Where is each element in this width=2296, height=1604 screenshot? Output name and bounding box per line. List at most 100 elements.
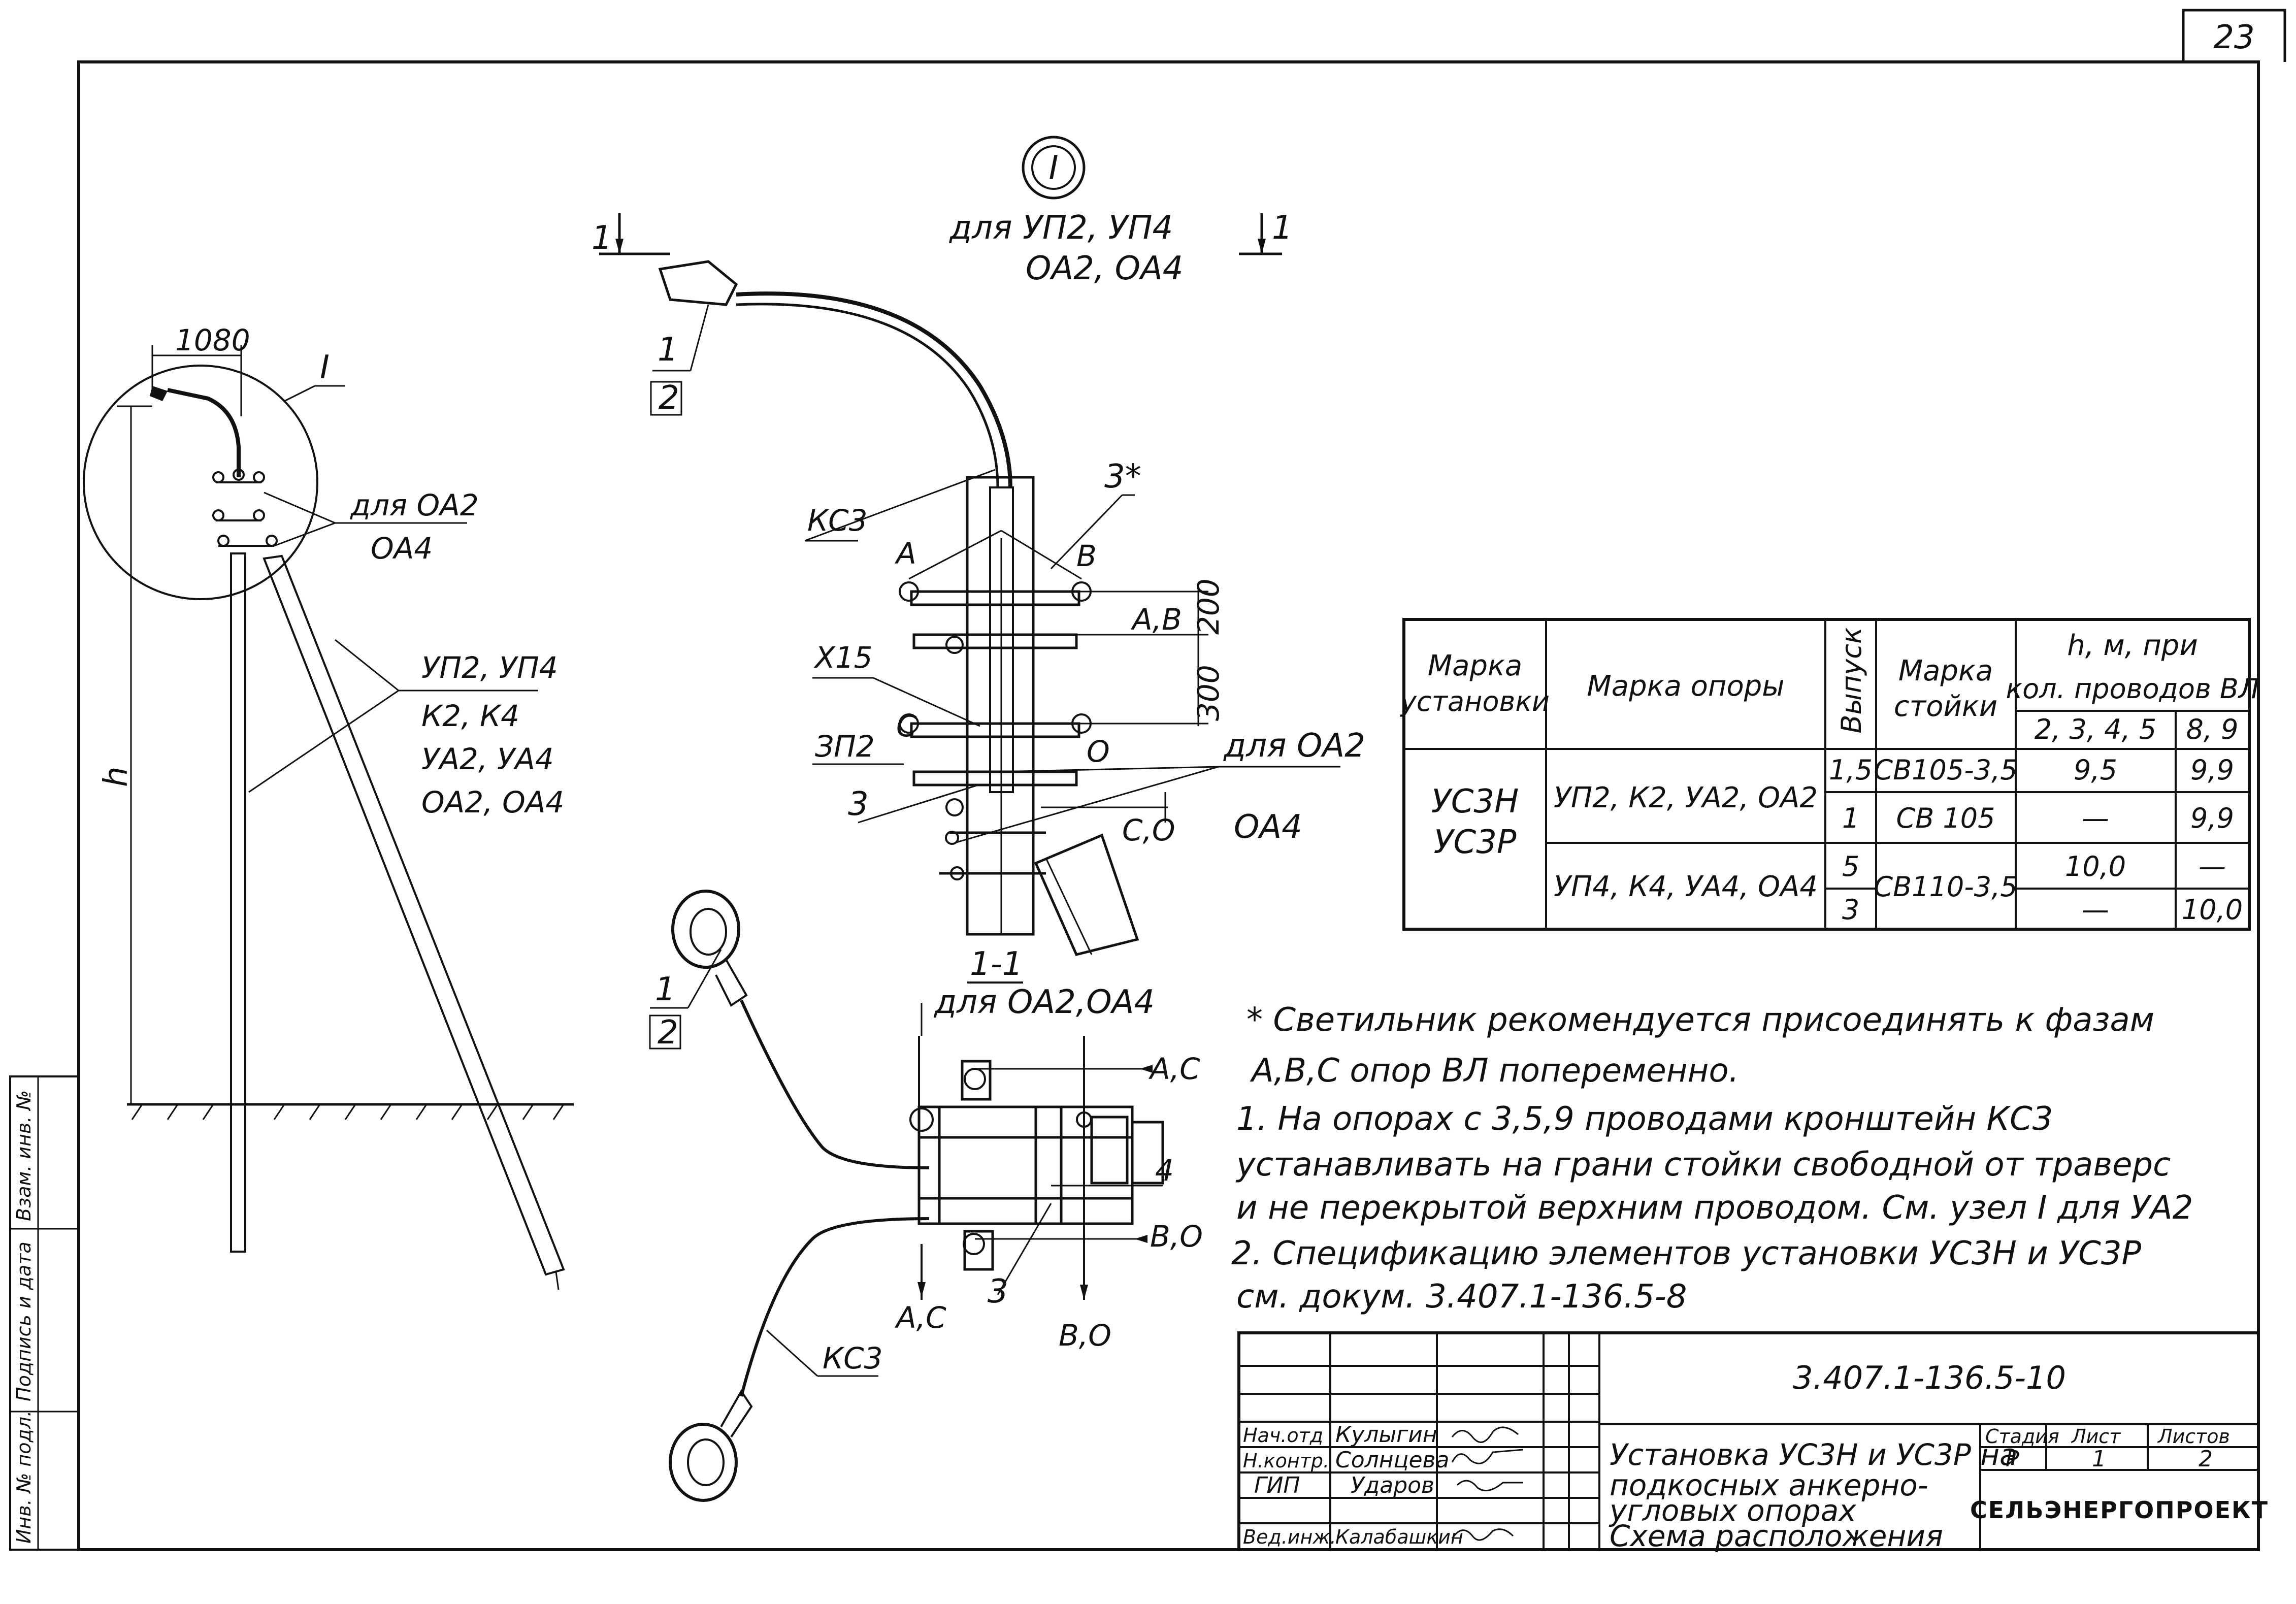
- section-pos-3: 3: [988, 1273, 1008, 1311]
- node-for-text-2: ОА2, ОА4: [1026, 250, 1183, 287]
- td-r4-ha: —: [2082, 894, 2109, 926]
- left-pole-view: I 1080 для ОА2 ОА4 h УП2, УП4 К2, К4 УА2…: [83, 323, 574, 1290]
- td-r1-vypusk: 1,5: [1829, 754, 1873, 786]
- td-group-1-opory: УП2, К2, УА2, ОА2: [1554, 781, 1818, 814]
- detail-x15: Х15: [813, 640, 873, 675]
- section-mark-right: 1: [1239, 209, 1293, 255]
- dim-height: h: [97, 766, 135, 787]
- td-r4-hb: 10,0: [2182, 894, 2243, 926]
- note-star-2: А,В,С опор ВЛ попеременно.: [1250, 1052, 1739, 1090]
- tb-name-2: Солнцева: [1335, 1447, 1449, 1473]
- tb-sheet-label: Лист: [2071, 1425, 2121, 1448]
- tb-sheets: 2: [2199, 1446, 2213, 1472]
- td-r2-ha: —: [2082, 802, 2109, 834]
- tb-role-2: Н.контр.: [1243, 1450, 1329, 1472]
- td-r3-ha: 10,0: [2065, 850, 2126, 882]
- tb-sheets-label: Листов: [2157, 1425, 2230, 1448]
- tb-title-1: Установка УС3Н и УС3Р на: [1610, 1437, 2018, 1472]
- th-marka-opory: Марка опоры: [1587, 670, 1784, 703]
- support-type-4: ОА2, ОА4: [421, 785, 564, 820]
- detail-pos-1: 1: [658, 331, 678, 369]
- node-header: I для УП2, УП4 ОА2, ОА4 1 1: [592, 136, 1293, 287]
- tb-name-4: Калабашкин: [1335, 1526, 1463, 1548]
- support-type-2: К2, К4: [421, 699, 519, 733]
- support-type-3: УА2, УА4: [421, 742, 554, 776]
- td-group-2-opory: УП4, К4, УА4, ОА4: [1554, 870, 1818, 903]
- side-stamp-label-vzam: Взам. инв. №: [13, 1090, 35, 1221]
- th-h-col-b: 8, 9: [2186, 713, 2238, 745]
- section-pos-2: 2: [658, 1014, 678, 1052]
- tb-stage: Р: [2006, 1446, 2019, 1472]
- tb-sheet: 1: [2092, 1446, 2106, 1472]
- note-1-line-3: и не перекрытой верхним проводом. См. уз…: [1236, 1189, 2193, 1227]
- tb-title-4: Схема расположения: [1610, 1519, 1943, 1553]
- note-1-line-2: устанавливать на грани стойки свободной …: [1235, 1146, 2171, 1184]
- parameters-table: Марка установки Марка опоры Выпуск Марка…: [1399, 618, 2259, 931]
- detail-pos-3star: 3*: [1104, 458, 1141, 496]
- td-r2-hb: 9,9: [2190, 802, 2234, 834]
- side-stamp-label-inv: Инв. № подл.: [13, 1411, 35, 1544]
- phase-c: С: [896, 709, 917, 743]
- phase-a: А: [894, 536, 916, 571]
- note-1-line-1: 1. На опорах с 3,5,9 проводами кронштейн…: [1236, 1100, 2053, 1138]
- node-number: I: [1049, 149, 1059, 187]
- sheet-frame: 23: [77, 9, 2286, 1551]
- th-h-col-a: 2, 3, 4, 5: [2035, 713, 2156, 745]
- tb-stage-label: Стадия: [1985, 1425, 2059, 1448]
- dim-ab: А,В: [1130, 602, 1182, 637]
- section-bo-bottom: В,О: [1059, 1318, 1111, 1353]
- tb-title-2: подкосных анкерно-: [1610, 1468, 1928, 1502]
- svg-text:1: 1: [592, 219, 612, 257]
- th-marka-stoiki-1: Марка: [1898, 654, 1993, 688]
- section-1-1: 1-1 для ОА2,ОА4: [649, 890, 1203, 1502]
- page-number: 23: [2213, 19, 2254, 56]
- note-2-line-2: см. докум. 3.407.1-136.5-8: [1236, 1278, 1687, 1316]
- svg-text:1: 1: [1272, 209, 1293, 247]
- support-type-1: УП2, УП4: [421, 650, 558, 685]
- node-for-text-1: для УП2, УП4: [949, 209, 1173, 247]
- section-bo-right: В,О: [1150, 1219, 1203, 1254]
- td-r2-stoika: СВ 105: [1896, 802, 1995, 834]
- th-marka-ust-2: установки: [1399, 685, 1550, 717]
- td-r2-vypusk: 1: [1842, 802, 1859, 834]
- detail-for-oa2: для ОА2: [1223, 727, 1365, 765]
- detail-pos-3: 3: [848, 785, 869, 823]
- signature-marks: [1451, 1426, 1524, 1541]
- section-pos-1: 1: [655, 971, 676, 1008]
- detail-node-I: А В С О 1 2 КС3 3* А,В 200 300 Х15 ЗП2 3: [650, 260, 1365, 956]
- doc-number: 3.407.1-136.5-10: [1793, 1359, 2066, 1396]
- tb-role-4: Вед.инж.: [1243, 1526, 1336, 1548]
- phase-o: О: [1087, 734, 1110, 769]
- phase-b: В: [1076, 539, 1097, 573]
- td-r3-stoika: СВ110-3,5: [1874, 871, 2017, 903]
- detail-pos-2: 2: [659, 379, 679, 417]
- section-mark-left: 1: [592, 213, 670, 257]
- td-ust-2: УС3Р: [1434, 824, 1517, 861]
- tb-title-3: угловых опорах: [1609, 1493, 1856, 1528]
- section-ac-top: А,С: [1148, 1052, 1200, 1086]
- th-vypusk: Выпуск: [1835, 627, 1867, 734]
- note-star-1: * Светильник рекомендуется присоединять …: [1247, 1001, 2154, 1039]
- tb-company: СЕЛЬЭНЕРГОПРОЕКТ: [1970, 1496, 2269, 1524]
- th-h-group-1: h, м, при: [2067, 629, 2198, 662]
- section-ac-bottom: А,С: [894, 1300, 946, 1335]
- notes: * Светильник рекомендуется присоединять …: [1231, 1001, 2193, 1316]
- section-title: 1-1: [970, 945, 1023, 983]
- detail-co: С,О: [1122, 813, 1175, 847]
- detail-ks3: КС3: [807, 503, 868, 538]
- dim-300: 300: [1191, 665, 1226, 721]
- section-ks3: КС3: [823, 1341, 883, 1376]
- td-r3-vypusk: 5: [1842, 850, 1859, 882]
- section-for-text: для ОА2,ОА4: [934, 984, 1155, 1021]
- left-for-oa2: для ОА2: [350, 488, 479, 522]
- left-oa4: ОА4: [371, 531, 433, 566]
- td-r1-ha: 9,5: [2074, 754, 2117, 786]
- section-pos-4: 4: [1155, 1153, 1174, 1188]
- side-stamp-label-sign: Подпись и дата: [13, 1241, 35, 1401]
- tb-name-1: Кулыгин: [1335, 1422, 1437, 1448]
- th-marka-ust-1: Марка: [1428, 649, 1522, 682]
- dim-1080: 1080: [175, 323, 250, 357]
- left-circle-label: I: [320, 349, 330, 386]
- tb-name-3: Ударов: [1351, 1472, 1434, 1498]
